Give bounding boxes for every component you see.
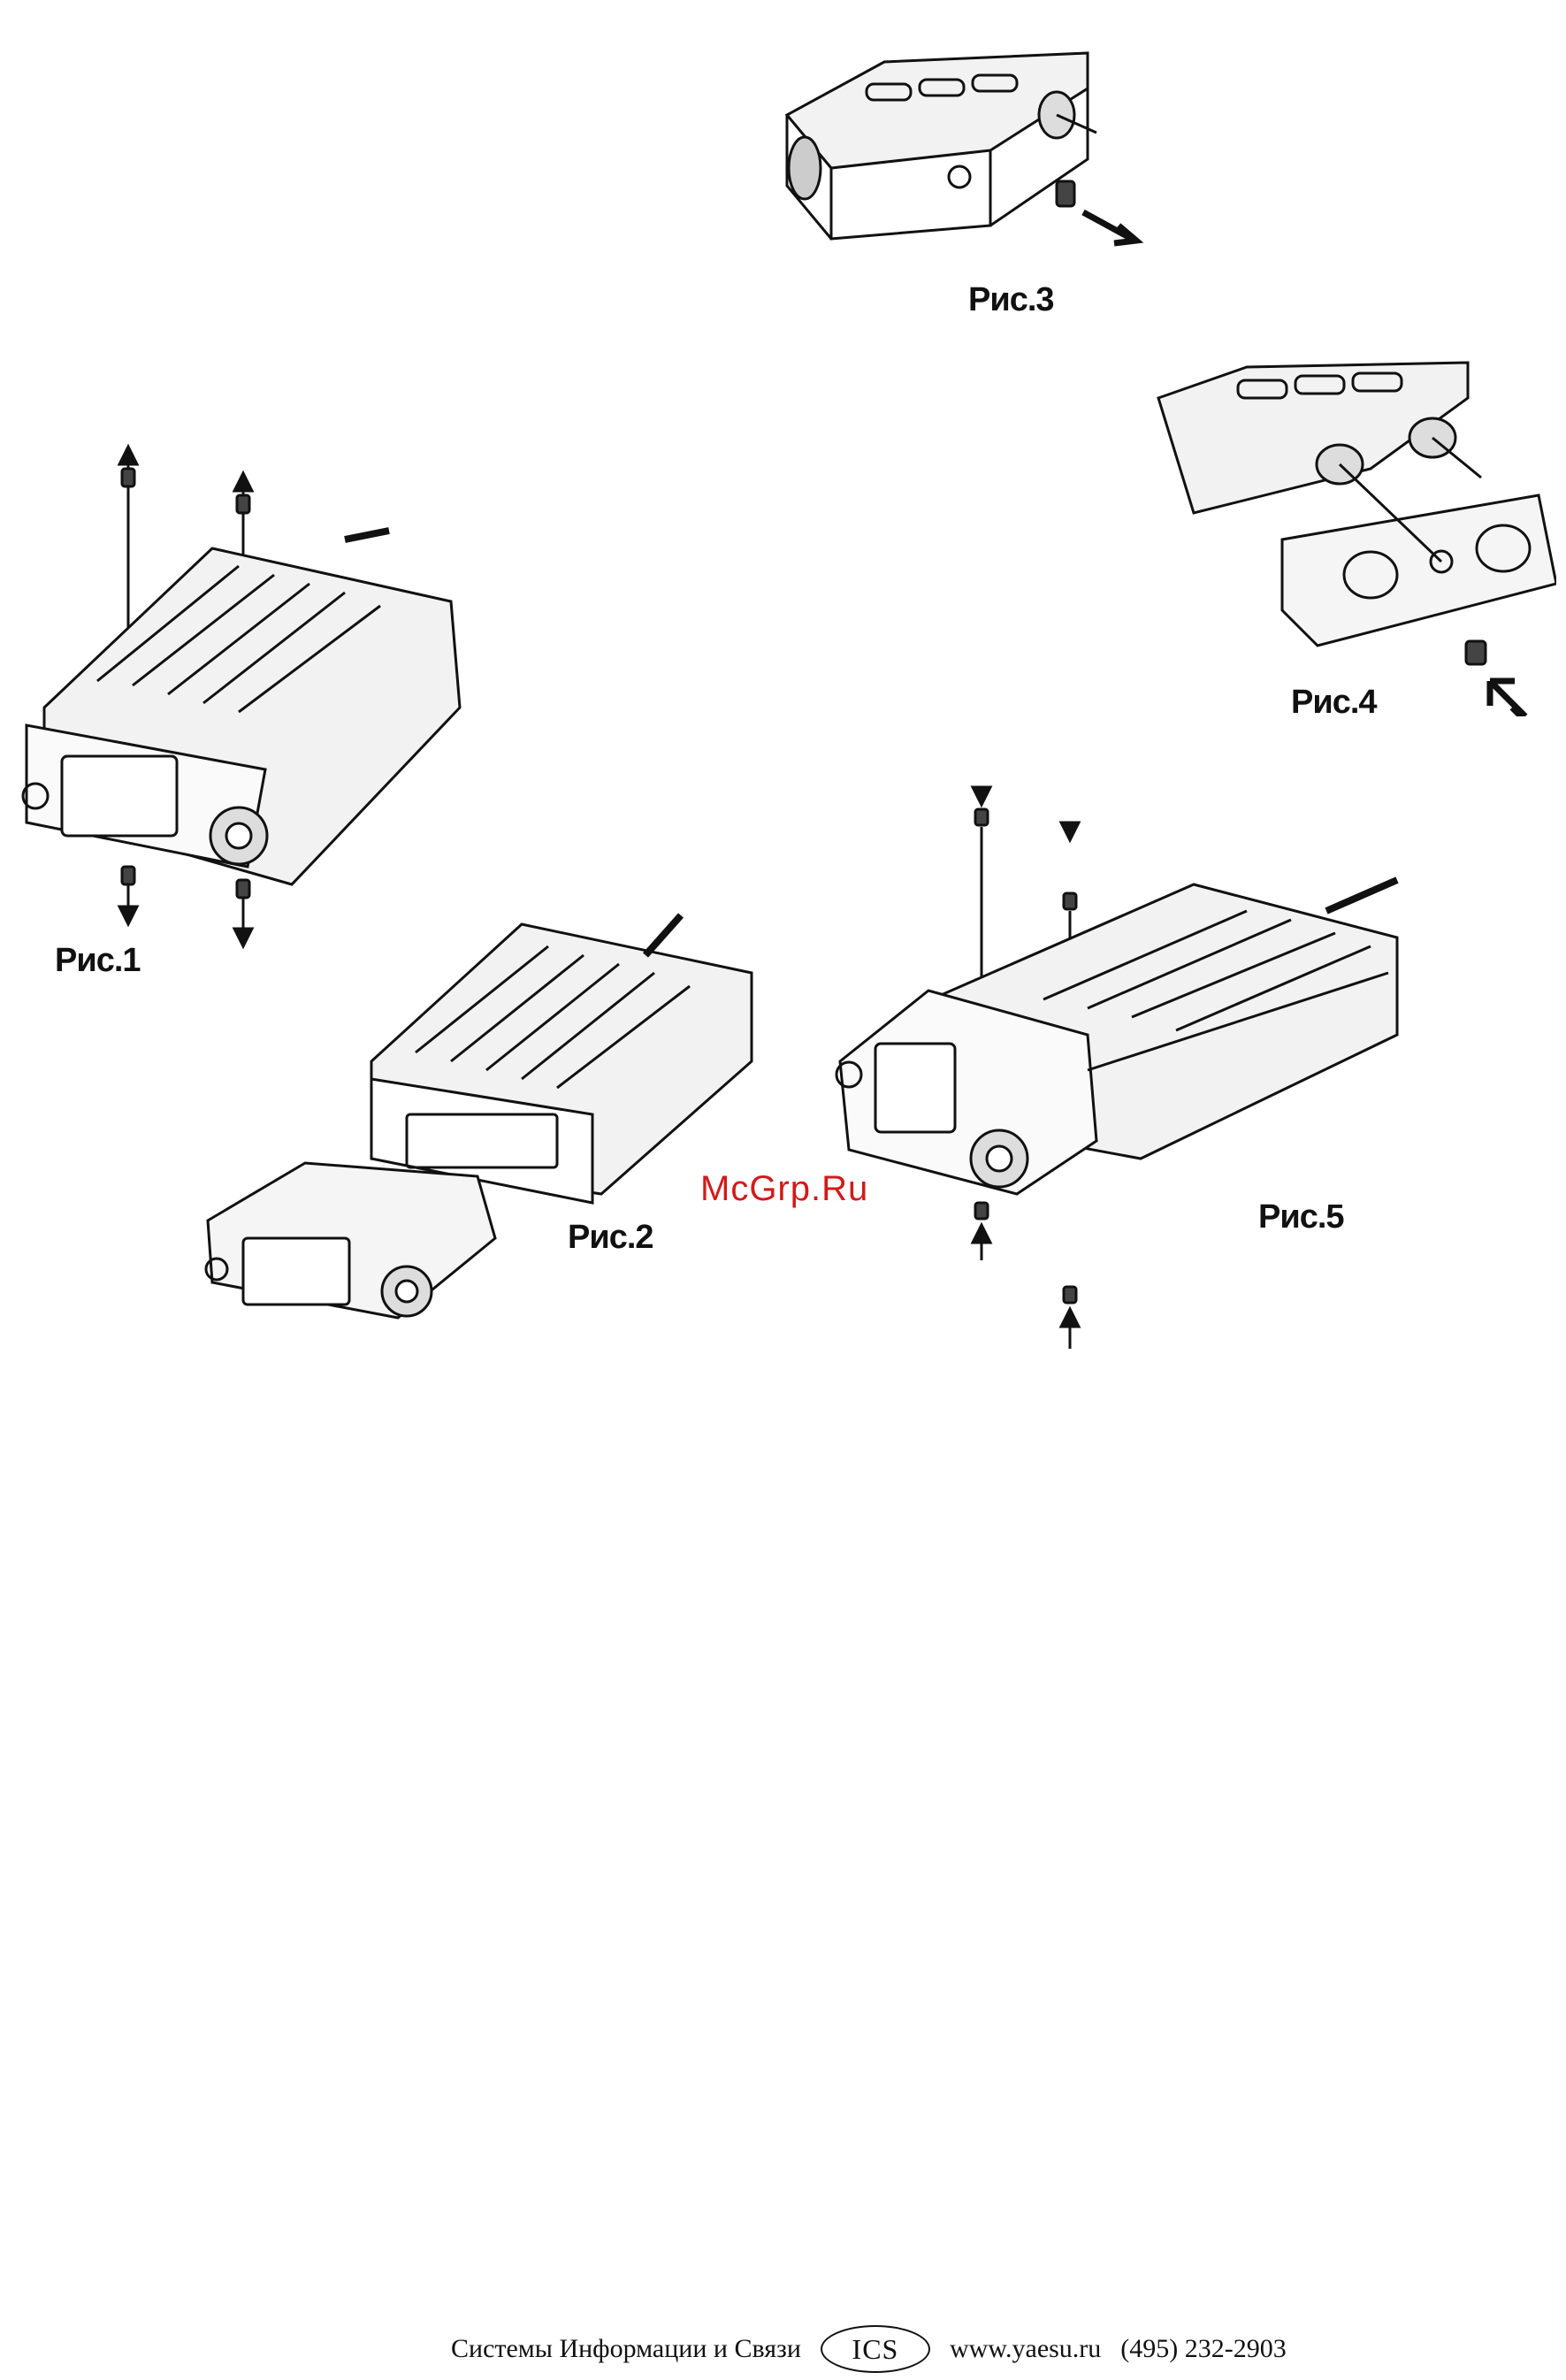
footer-company: Системы Информации и Связи <box>451 2334 801 2364</box>
footer-website: www.yaesu.ru <box>950 2334 1101 2364</box>
footer-phone: (495) 232-2903 <box>1120 2334 1286 2364</box>
figure-1-illustration <box>9 442 469 973</box>
watermark-text: McGrp.Ru <box>700 1169 868 1209</box>
figure-3-illustration <box>760 35 1150 274</box>
figure-5-illustration <box>822 778 1415 1362</box>
figure-3-caption: Рис.3 <box>968 281 1054 319</box>
page-footer: Системы Информации и Связи ICS www.yaesu… <box>451 2324 1287 2374</box>
figure-1-caption: Рис.1 <box>55 942 141 980</box>
figure-4-caption: Рис.4 <box>1291 684 1377 722</box>
figure-4-illustration <box>1141 327 1556 716</box>
figure-5-caption: Рис.5 <box>1258 1198 1344 1236</box>
figure-2-illustration <box>186 902 769 1362</box>
ics-logo: ICS <box>821 2325 930 2373</box>
figure-2-caption: Рис.2 <box>568 1219 653 1257</box>
